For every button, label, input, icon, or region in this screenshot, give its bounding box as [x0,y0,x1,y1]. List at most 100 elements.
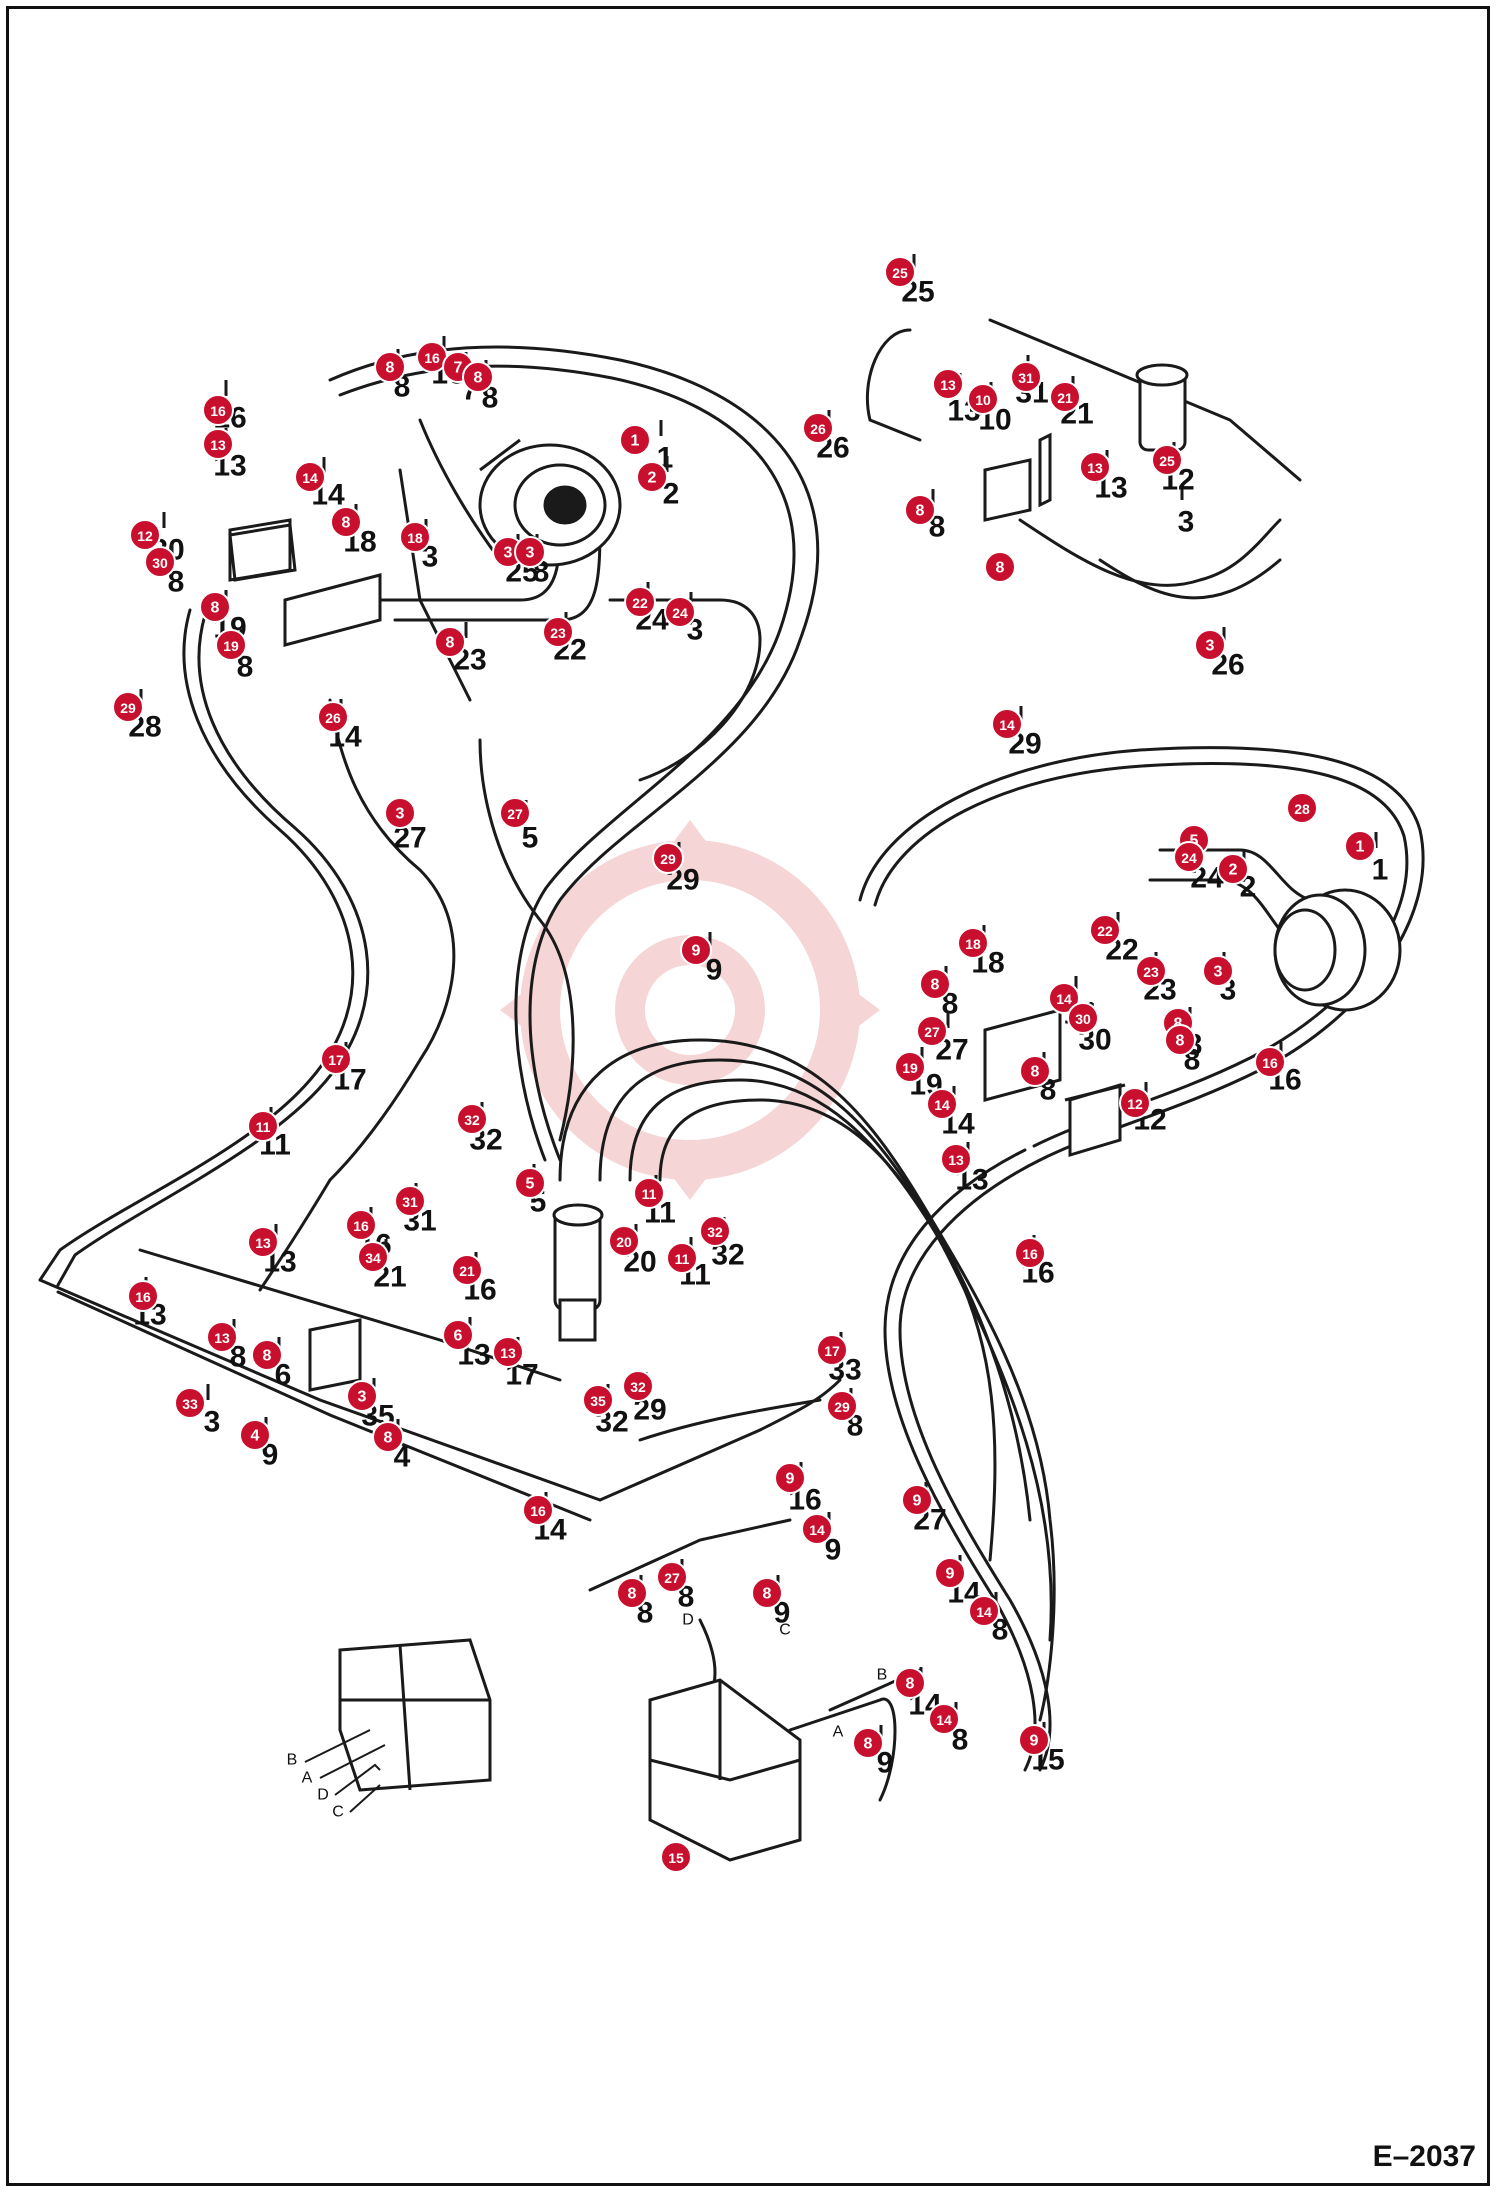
callout-badge[interactable]: 14 [968,1595,1000,1627]
callout-badge[interactable]: 9 [1018,1724,1050,1756]
callout-badge[interactable]: 12 [1119,1087,1151,1119]
callout-badge[interactable]: 9 [901,1484,933,1516]
callout-badge[interactable]: 32 [699,1215,731,1247]
callout-badge[interactable]: 33 [174,1387,206,1419]
callout-badge[interactable]: 8 [904,494,936,526]
callout-badge[interactable]: 4 [239,1419,271,1451]
callout-badge[interactable]: 1 [1344,830,1376,862]
callout-badge[interactable]: 14 [991,708,1023,740]
callout-badge[interactable]: 21 [451,1254,483,1286]
callout-badge[interactable]: 30 [1067,1002,1099,1034]
callout-badge[interactable]: 20 [608,1225,640,1257]
callout-badge[interactable]: 19 [894,1051,926,1083]
callout-badge[interactable]: 9 [680,934,712,966]
callout-badge[interactable]: 8 [852,1727,884,1759]
callout-badge[interactable]: 26 [802,412,834,444]
callout-badge[interactable]: 22 [1089,914,1121,946]
callout-badge[interactable]: 8 [374,351,406,383]
callout-badge[interactable]: 16 [522,1494,554,1526]
callout-badge[interactable]: 21 [1049,381,1081,413]
callout-badge[interactable]: 3 [514,536,546,568]
callout-badge[interactable]: 2 [636,461,668,493]
callout-badge[interactable]: 29 [112,691,144,723]
callout-badge[interactable]: 13 [206,1321,238,1353]
inset-letter-c: C [332,1804,344,1821]
callout-badge[interactable]: 3 [384,797,416,829]
callout-badge[interactable]: 13 [1079,451,1111,483]
callout-badge[interactable]: 17 [320,1043,352,1075]
callout-badge[interactable]: 8 [1019,1055,1051,1087]
callout-badge[interactable]: 27 [656,1561,688,1593]
callout-badge[interactable]: 1 [619,424,651,456]
callout-badge[interactable]: 3 [346,1380,378,1412]
callout-badge[interactable]: 8 [984,551,1016,583]
callout-badge[interactable]: 26 [317,701,349,733]
callout-badge[interactable]: 3 [1194,629,1226,661]
callout-circle [660,1841,692,1873]
callout-badge[interactable]: 8 [751,1577,783,1609]
callout-badge[interactable]: 10 [967,383,999,415]
callout-badge[interactable]: 27 [916,1015,948,1047]
callout-badge[interactable]: 30 [144,546,176,578]
callout-badge[interactable]: 8 [251,1339,283,1371]
callout-badge[interactable]: 9 [934,1557,966,1589]
callout-badge[interactable]: 25 [1151,444,1183,476]
callout-badge[interactable]: 8 [199,591,231,623]
callout-badge[interactable]: 13 [247,1226,279,1258]
callout-badge[interactable]: 32 [622,1370,654,1402]
callout-badge[interactable]: 34 [357,1241,389,1273]
callout-badge[interactable]: 16 [1254,1046,1286,1078]
callout-badge[interactable]: 24 [664,596,696,628]
callout-badge[interactable]: 8 [462,361,494,393]
callout-badge[interactable]: 15 [660,1841,692,1873]
callout-badge[interactable]: 13 [932,368,964,400]
callout-badge[interactable]: 11 [633,1177,665,1209]
callout-badge[interactable]: 29 [652,842,684,874]
callout-badge[interactable]: 22 [624,586,656,618]
callout-badge[interactable]: 28 [1286,792,1318,824]
callout-badge[interactable]: 16 [127,1280,159,1312]
callout-badge[interactable]: 31 [1010,361,1042,393]
callout-badge[interactable]: 8 [616,1577,648,1609]
callout-badge[interactable]: 14 [1048,982,1080,1014]
callout-badge[interactable]: 27 [499,797,531,829]
callout-badge[interactable]: 13 [202,428,234,460]
callout-badge[interactable]: 25 [884,256,916,288]
callout-badge[interactable]: 35 [582,1384,614,1416]
callout-badge[interactable]: 14 [294,461,326,493]
callout-badge[interactable]: 14 [926,1088,958,1120]
callout-badge[interactable]: 14 [801,1513,833,1545]
callout-badge[interactable]: 8 [434,626,466,658]
callout-badge[interactable]: 11 [666,1242,698,1274]
callout-badge[interactable]: 5 [514,1167,546,1199]
callout-badge[interactable]: 18 [957,927,989,959]
callout-badge[interactable]: 8 [372,1421,404,1453]
callout-badge[interactable]: 6 [442,1319,474,1351]
callout-badge[interactable]: 14 [928,1703,960,1735]
callout-badge[interactable]: 16 [345,1209,377,1241]
callout-badge[interactable]: 32 [456,1103,488,1135]
callout-badge[interactable]: 12 [129,519,161,551]
callout-badge[interactable]: 17 [816,1334,848,1366]
callout-badge[interactable]: 13 [940,1143,972,1175]
callout-badge[interactable]: 16 [202,394,234,426]
callout-badge[interactable]: 11 [247,1110,279,1142]
callout-badge[interactable]: 2 [1217,853,1249,885]
callout-badge[interactable]: 18 [399,521,431,553]
callout-badge[interactable]: 3 [1202,955,1234,987]
callout-badge[interactable]: 9 [774,1462,806,1494]
callout-badge[interactable]: 8 [919,968,951,1000]
callout-badge[interactable]: 8 [1164,1024,1196,1056]
callout-badge[interactable]: 16 [1014,1237,1046,1269]
callout-badge[interactable]: 31 [394,1185,426,1217]
callout-badge[interactable]: 8 [330,506,362,538]
callout-badge[interactable]: 24 [1173,841,1205,873]
callout-number: 9 [692,943,701,960]
callout-badge[interactable]: 13 [492,1336,524,1368]
callout-number: 8 [1031,1064,1040,1081]
callout-badge[interactable]: 23 [542,616,574,648]
callout-badge[interactable]: 23 [1135,955,1167,987]
callout-badge[interactable]: 8 [894,1667,926,1699]
callout-badge[interactable]: 29 [826,1390,858,1422]
callout-badge[interactable]: 19 [215,629,247,661]
